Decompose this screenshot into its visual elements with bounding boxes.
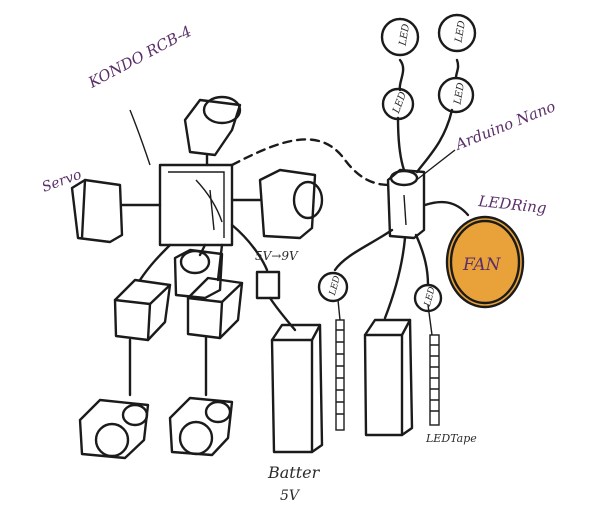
wire-ledring <box>423 200 470 217</box>
arduino-nano <box>386 168 426 240</box>
led-top-left <box>380 17 420 57</box>
led-top-right <box>437 13 477 53</box>
led-label: LED <box>423 286 438 309</box>
led-label: LED <box>397 23 412 48</box>
regulator-label: 5V→9V <box>255 249 299 263</box>
wire-leg-mid <box>198 243 207 257</box>
pointer-arduino <box>409 149 456 186</box>
led-tape-right <box>429 334 440 426</box>
controller-label: KONDO RCB-4 <box>85 22 195 92</box>
wire-leg-right <box>216 243 224 282</box>
dashed-link <box>230 138 392 187</box>
servo-foot-right <box>168 396 234 457</box>
servo-label: Servo <box>40 167 84 196</box>
wire-tape-left <box>337 299 341 321</box>
fan-led-ring <box>445 215 525 309</box>
wire-led-top-left <box>398 58 405 92</box>
wire-led-top-right <box>454 58 460 80</box>
led-top-left-2 <box>381 87 415 121</box>
servo-foot-left <box>78 398 150 460</box>
led-tape-label: LEDTape <box>425 432 477 445</box>
battery-voltage-label: 5V <box>280 488 301 504</box>
wire-led-top-right-2 <box>415 108 454 174</box>
led-label: LED <box>453 20 468 45</box>
servo-left <box>70 178 124 244</box>
led-label: LED <box>328 275 343 298</box>
controller-board <box>158 163 234 247</box>
wire-leg-left <box>138 243 172 282</box>
led-right <box>413 283 443 313</box>
battery-left <box>270 323 324 454</box>
led-label: LED <box>391 90 409 115</box>
fan-label: FAN <box>462 255 502 275</box>
servo-right <box>258 168 324 240</box>
servo-mid <box>173 248 224 300</box>
wire-led-top-left-2 <box>396 116 406 172</box>
servo-leg-left <box>113 278 172 342</box>
wire-battery-left <box>268 296 297 332</box>
led-label: LED <box>452 82 467 107</box>
arduino-label: Arduino Nano <box>451 97 558 154</box>
regulator <box>255 270 281 300</box>
wire-led-right <box>414 233 430 287</box>
wire-regulator <box>230 223 269 272</box>
wire-battery-right <box>383 236 407 320</box>
battery-right <box>363 318 414 437</box>
battery-label: Batter <box>267 463 321 482</box>
servo-head <box>183 95 242 157</box>
wire-led-left <box>333 228 394 272</box>
led-left <box>317 271 349 303</box>
servo-leg-right <box>186 276 244 340</box>
led-tape-left <box>335 319 345 431</box>
wires <box>120 58 470 397</box>
led-top-right-2 <box>437 76 475 114</box>
pointer-controller <box>129 109 151 166</box>
led-ring-label: LEDRing <box>477 192 548 217</box>
